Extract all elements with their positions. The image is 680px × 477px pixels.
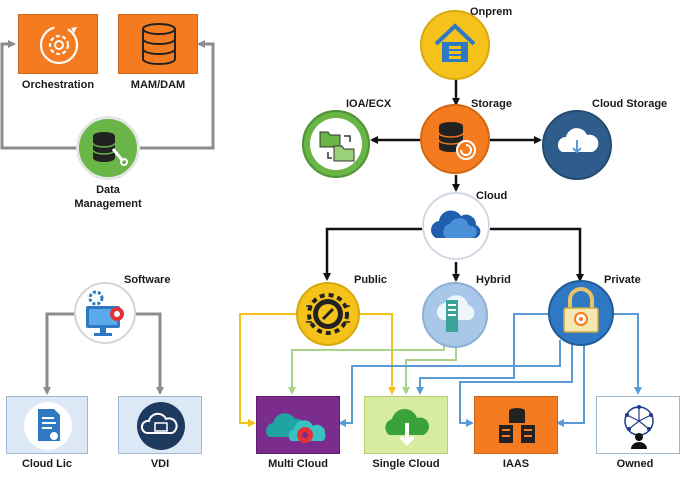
wire-datamgmt-to-mamdam bbox=[140, 40, 215, 150]
padlock-icon bbox=[563, 287, 599, 333]
wire-private-to-multicloud bbox=[338, 340, 561, 427]
software-node[interactable] bbox=[74, 282, 136, 344]
single-cloud-node[interactable] bbox=[364, 396, 448, 454]
private-label: Private bbox=[604, 274, 641, 286]
owned-node[interactable] bbox=[596, 396, 680, 454]
wire-private-to-iaas-right bbox=[556, 344, 585, 427]
public-label: Public bbox=[354, 274, 388, 286]
cloud-lic-node[interactable] bbox=[6, 396, 88, 454]
software-label: Software bbox=[124, 274, 171, 286]
wire-public-to-multicloud bbox=[239, 313, 296, 427]
mam-dam-label: MAM/DAM bbox=[130, 79, 186, 91]
wire-datamgmt-to-orchestration bbox=[0, 40, 77, 150]
database-wrench-icon bbox=[92, 132, 128, 166]
orchestration-node[interactable] bbox=[18, 14, 98, 74]
single-cloud-label: Single Cloud bbox=[372, 458, 440, 470]
network-user-icon bbox=[624, 405, 654, 449]
cloud-node[interactable] bbox=[422, 192, 490, 260]
hybrid-label: Hybrid bbox=[476, 274, 511, 286]
database-refresh-icon bbox=[438, 122, 476, 160]
hybrid-node[interactable] bbox=[422, 282, 488, 348]
private-node[interactable] bbox=[548, 280, 614, 346]
folder-transfer-icon bbox=[319, 131, 355, 162]
mam-dam-node[interactable] bbox=[118, 14, 198, 74]
iaas-label: IAAS bbox=[502, 458, 530, 470]
cloud-label: Cloud bbox=[476, 190, 508, 202]
data-management-label-line1: Data bbox=[96, 184, 120, 196]
gear-cycle-icon bbox=[39, 25, 79, 65]
onprem-node[interactable] bbox=[420, 10, 490, 80]
cloud-icon bbox=[431, 210, 481, 238]
ioa-ecx-node[interactable] bbox=[302, 110, 370, 178]
wire-cloud-to-private bbox=[490, 227, 584, 282]
iaas-node[interactable] bbox=[474, 396, 558, 454]
cloud-download-icon bbox=[557, 128, 599, 154]
server-rack-icon bbox=[499, 408, 535, 443]
cloud-storage-node[interactable] bbox=[542, 110, 612, 180]
server-cloud-icon bbox=[437, 295, 475, 332]
clouds-gear-icon bbox=[266, 413, 326, 443]
onprem-label: Onprem bbox=[470, 6, 513, 18]
public-node[interactable] bbox=[296, 282, 360, 346]
cloud-monitor-icon bbox=[137, 402, 185, 450]
certificate-document-icon bbox=[24, 402, 72, 450]
wire-hybrid-to-singlecloud bbox=[402, 344, 457, 395]
monitor-gears-icon bbox=[86, 290, 124, 336]
cloud-down-arrow-icon bbox=[385, 409, 430, 446]
gear-link-icon bbox=[306, 293, 350, 335]
data-management-node[interactable] bbox=[76, 116, 140, 180]
multi-cloud-node[interactable] bbox=[256, 396, 340, 454]
wire-private-to-iaas bbox=[459, 344, 573, 427]
storage-label: Storage bbox=[471, 98, 512, 110]
wire-public-to-singlecloud bbox=[360, 313, 396, 395]
wire-software-to-vdi bbox=[136, 312, 164, 395]
wire-private-to-owned bbox=[612, 313, 642, 395]
wire-private-to-singlecloud bbox=[416, 313, 548, 395]
database-icon bbox=[142, 23, 176, 65]
storage-node[interactable] bbox=[420, 104, 490, 174]
data-management-label-line2: Management bbox=[74, 198, 142, 210]
cloud-storage-label: Cloud Storage bbox=[592, 98, 668, 110]
vdi-label: VDI bbox=[150, 458, 170, 470]
vdi-node[interactable] bbox=[118, 396, 202, 454]
cloud-lic-label: Cloud Lic bbox=[21, 458, 73, 470]
multi-cloud-label: Multi Cloud bbox=[268, 458, 328, 470]
owned-label: Owned bbox=[616, 458, 654, 470]
ioa-ecx-label: IOA/ECX bbox=[346, 98, 392, 110]
wire-software-to-cloudlic bbox=[43, 312, 74, 395]
house-server-icon bbox=[434, 23, 476, 62]
orchestration-label: Orchestration bbox=[21, 79, 95, 91]
wire-cloud-to-public bbox=[323, 227, 422, 281]
